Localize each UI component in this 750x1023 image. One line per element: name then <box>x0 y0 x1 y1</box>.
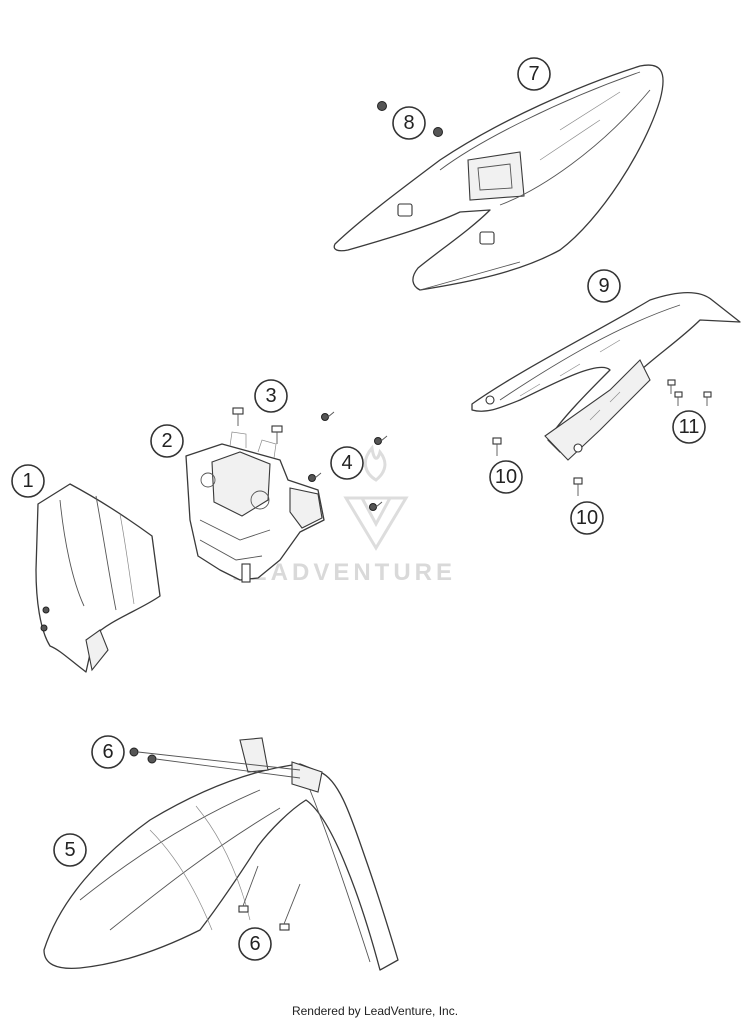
screw-4-set[interactable] <box>308 411 388 511</box>
callout-label: 9 <box>598 275 609 297</box>
callout-5[interactable]: 5 <box>53 833 87 867</box>
callout-label: 10 <box>576 507 598 529</box>
bolt-11-set[interactable] <box>667 379 712 406</box>
callout-label: 5 <box>64 839 75 861</box>
callout-4[interactable]: 4 <box>330 446 364 480</box>
callout-label: 2 <box>161 430 172 452</box>
footer-credit: Rendered by LeadVenture, Inc. <box>291 1004 459 1018</box>
mask-holder-part[interactable] <box>185 431 325 583</box>
callout-label: 6 <box>102 741 113 763</box>
callout-6-lower[interactable]: 6 <box>238 927 272 961</box>
callout-label: 11 <box>679 416 700 438</box>
front-fender-part[interactable] <box>43 737 399 971</box>
callout-label: 8 <box>403 112 414 134</box>
callout-10-lower[interactable]: 10 <box>570 501 604 535</box>
callout-label: 1 <box>22 470 33 492</box>
callout-label: 10 <box>495 466 517 488</box>
callout-10-upper[interactable]: 10 <box>489 460 523 494</box>
headlight-mask-part[interactable] <box>35 483 161 673</box>
callout-label: 4 <box>341 452 352 474</box>
callout-3[interactable]: 3 <box>254 379 288 413</box>
fender-bolt-6-lower[interactable] <box>238 865 301 931</box>
callout-2[interactable]: 2 <box>150 424 184 458</box>
callout-label: 3 <box>265 385 276 407</box>
callout-6-upper[interactable]: 6 <box>91 735 125 769</box>
callout-label: 7 <box>528 63 539 85</box>
side-panel-part[interactable] <box>471 291 741 461</box>
rear-fender-part[interactable] <box>333 64 664 291</box>
screw-3-set[interactable] <box>232 407 283 444</box>
nut-8-set[interactable] <box>377 101 443 137</box>
callout-9[interactable]: 9 <box>587 269 621 303</box>
callout-8[interactable]: 8 <box>392 106 426 140</box>
callout-1[interactable]: 1 <box>11 464 45 498</box>
fender-bolt-6-upper[interactable] <box>129 747 301 779</box>
callout-7[interactable]: 7 <box>517 57 551 91</box>
watermark-logo-icon <box>343 444 409 551</box>
bolt-10-upper[interactable] <box>492 437 502 456</box>
callout-label: 6 <box>249 933 260 955</box>
callout-11[interactable]: 11 <box>672 410 706 444</box>
bolt-10-lower[interactable] <box>573 477 583 496</box>
